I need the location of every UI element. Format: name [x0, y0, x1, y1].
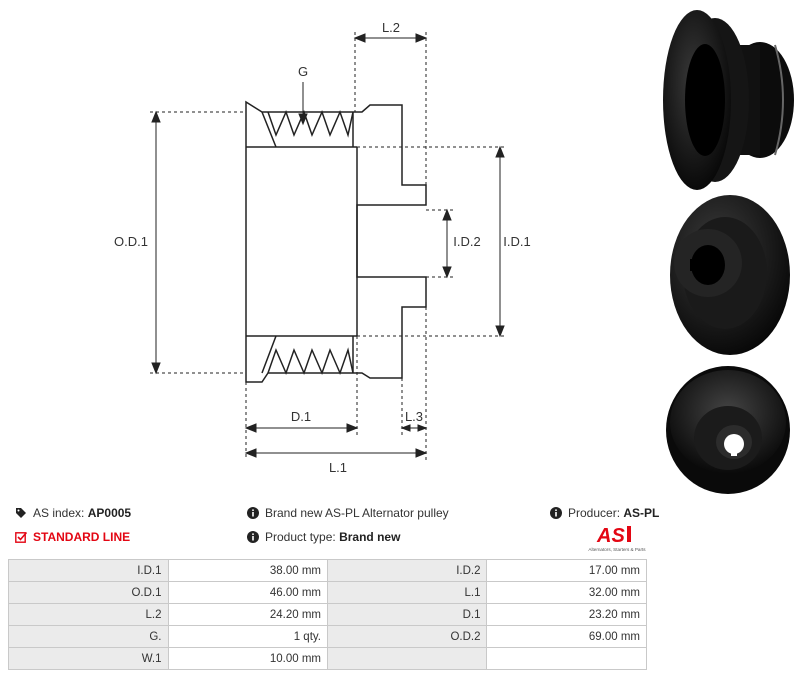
label-l1: L.1: [329, 460, 347, 475]
logo-tagline: Alternators, Starters & Parts: [588, 547, 646, 552]
producer-label: Producer:: [568, 506, 621, 520]
label-g: G: [298, 64, 308, 79]
spec-value: 1 qty.: [167, 625, 328, 648]
producer-value: AS-PL: [623, 506, 660, 520]
spec-value: 23.20 mm: [486, 603, 647, 626]
standard-line-label: STANDARD LINE: [33, 530, 131, 544]
info-icon: [550, 507, 562, 519]
as-pl-logo: AS Alternators, Starters & Parts: [588, 525, 646, 552]
spec-value: [486, 647, 647, 670]
spec-label: G.: [8, 625, 169, 648]
spec-label: I.D.1: [8, 559, 169, 582]
spec-value: 32.00 mm: [486, 581, 647, 604]
tags-icon: [16, 508, 26, 518]
label-d1: D.1: [291, 409, 311, 424]
info-icon: [247, 531, 259, 543]
label-od1: O.D.1: [114, 234, 148, 249]
spec-label: D.1: [326, 603, 488, 626]
label-id2: I.D.2: [453, 234, 480, 249]
groove-bottom: [267, 347, 354, 376]
pulley-outline: [245, 100, 427, 383]
pulley-technical-drawing: G L.2 O.D.1 I.D.1 I.D.2 D.1 L.3 L.1: [114, 20, 531, 475]
spec-value: 69.00 mm: [486, 625, 647, 648]
as-index-label: AS index:: [33, 506, 85, 520]
producer: Producer: AS-PL: [550, 506, 659, 520]
label-l2: L.2: [382, 20, 400, 35]
logo-text: AS: [596, 525, 625, 547]
product-type-value: Brand new: [339, 530, 401, 544]
spec-value: 24.20 mm: [167, 603, 328, 626]
as-index: AS index: AP0005: [15, 506, 131, 520]
label-l3: L.3: [405, 409, 423, 424]
description-text: Brand new AS-PL Alternator pulley: [265, 506, 449, 520]
spec-label: I.D.2: [326, 559, 488, 582]
spec-label: [326, 647, 488, 670]
product-type-label: Product type:: [265, 530, 336, 544]
product-photo-back: [666, 366, 790, 494]
spec-value: 38.00 mm: [167, 559, 328, 582]
spec-value: 17.00 mm: [486, 559, 647, 582]
standard-line: STANDARD LINE: [15, 530, 130, 544]
groove-top: [267, 109, 354, 138]
info-icon: [247, 507, 259, 519]
spec-label: O.D.2: [326, 625, 488, 648]
check-square-icon: [15, 531, 27, 543]
as-index-value: AP0005: [87, 506, 132, 520]
spec-label: W.1: [8, 647, 169, 670]
description: Brand new AS-PL Alternator pulley: [247, 506, 449, 520]
spec-label: L.1: [326, 581, 488, 604]
spec-value: 46.00 mm: [167, 581, 328, 604]
label-id1: I.D.1: [503, 234, 530, 249]
spec-label: L.2: [8, 603, 169, 626]
product-photo-side: [663, 10, 794, 190]
spec-value: 10.00 mm: [167, 647, 328, 670]
spec-label: O.D.1: [8, 581, 169, 604]
product-type: Product type: Brand new: [247, 530, 400, 544]
product-photo-front: [670, 195, 790, 355]
